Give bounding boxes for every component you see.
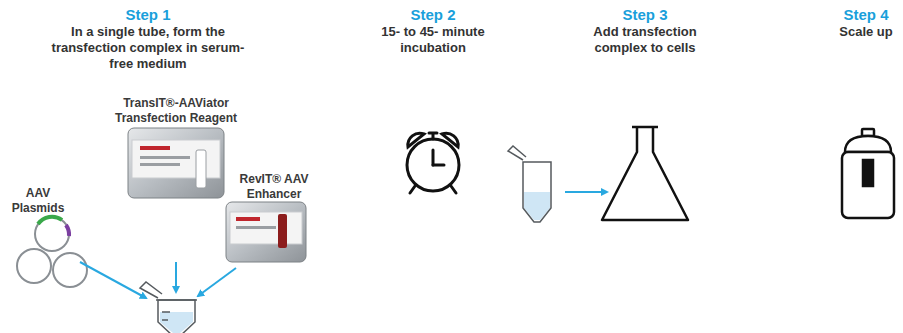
tube <box>140 282 197 333</box>
step-number: Step 3 <box>585 6 705 24</box>
product-label: TransIT®-AAViator Transfection Reagent <box>101 96 251 125</box>
step-description: Add transfection complex to cells <box>583 24 707 56</box>
step-description: 15- to 45- minute incubation <box>368 24 498 56</box>
product-label: RevIT® AAV Enhancer <box>224 172 324 201</box>
step-number: Step 4 <box>833 6 899 24</box>
step-number: Step 1 <box>88 6 208 24</box>
plasmid-circles <box>17 217 87 287</box>
step-description: In a single tube, form the transfection … <box>50 24 246 72</box>
step-number: Step 2 <box>373 6 493 24</box>
product-label: AAV Plasmids <box>3 186 73 215</box>
flask <box>602 127 688 220</box>
step-description: Scale up <box>833 24 899 40</box>
reagent-tin <box>128 128 224 198</box>
bioreactor <box>842 129 894 218</box>
input-arrows <box>80 262 236 298</box>
tube-small <box>508 146 551 222</box>
enhancer-tin <box>226 202 306 262</box>
alarm-clock <box>407 133 459 193</box>
transfer-arrow <box>565 191 607 193</box>
